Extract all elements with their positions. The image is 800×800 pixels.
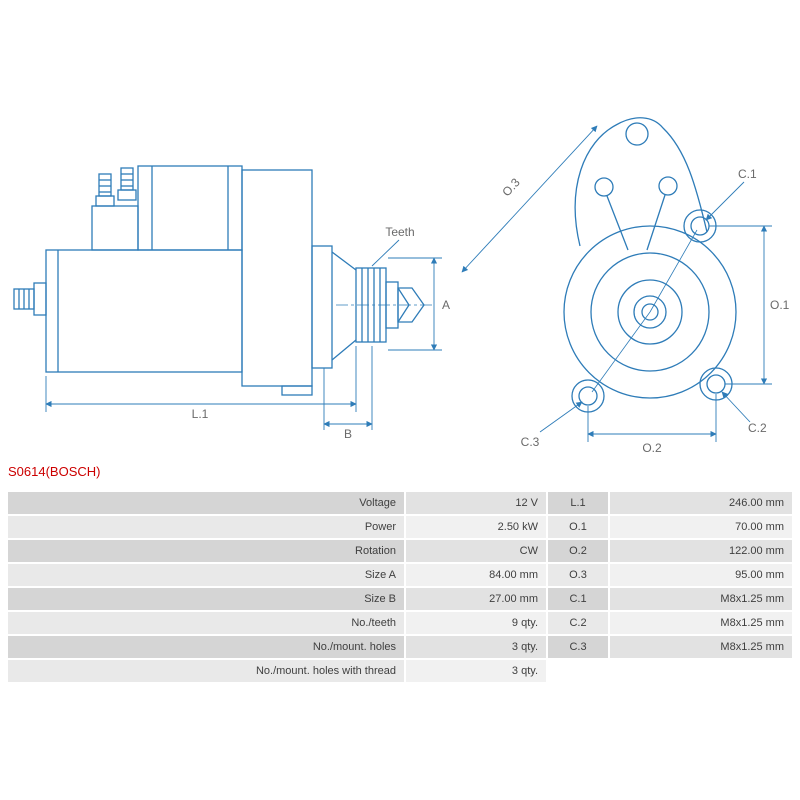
dim-value: [610, 660, 792, 682]
spec-value: 84.00 mm: [406, 564, 546, 586]
side-view: [13, 165, 425, 396]
dim-o3-label: O.3: [499, 175, 523, 199]
spec-label: No./mount. holes with thread: [8, 660, 404, 682]
spec-value: 27.00 mm: [406, 588, 546, 610]
spec-label: Voltage: [8, 492, 404, 514]
dim-key: O.3: [548, 564, 608, 586]
dim-b-label: B: [344, 427, 352, 441]
dim-key: C.2: [548, 612, 608, 634]
dim-a-label: A: [442, 298, 450, 312]
dim-value: M8x1.25 mm: [610, 588, 792, 610]
spec-value: 12 V: [406, 492, 546, 514]
dim-value: 95.00 mm: [610, 564, 792, 586]
dim-l1-label: L.1: [192, 407, 209, 421]
front-view-dimensions: [461, 125, 772, 442]
spec-label: No./mount. holes: [8, 636, 404, 658]
spec-label: Power: [8, 516, 404, 538]
spec-table: Voltage 12 V L.1 246.00 mm Power 2.50 kW…: [8, 492, 792, 682]
dim-o1-label: O.1: [770, 298, 790, 312]
front-view: [563, 117, 737, 413]
dim-key: O.1: [548, 516, 608, 538]
dim-key: L.1: [548, 492, 608, 514]
spec-value: 3 qty.: [406, 636, 546, 658]
dim-value: 246.00 mm: [610, 492, 792, 514]
dim-key: O.2: [548, 540, 608, 562]
dim-c3-label: C.3: [521, 435, 540, 449]
dim-key: C.1: [548, 588, 608, 610]
teeth-label: Teeth: [385, 225, 414, 239]
dim-value: M8x1.25 mm: [610, 636, 792, 658]
spec-value: 2.50 kW: [406, 516, 546, 538]
technical-drawing: Teeth A L.1 B O.3 O.1 O.2 C.1 C.2 C.3: [13, 117, 790, 455]
spec-value: 3 qty.: [406, 660, 546, 682]
spec-label: No./teeth: [8, 612, 404, 634]
dim-value: 70.00 mm: [610, 516, 792, 538]
side-view-dimensions: [45, 239, 442, 430]
dim-key: C.3: [548, 636, 608, 658]
spec-label: Size B: [8, 588, 404, 610]
spec-label: Size A: [8, 564, 404, 586]
product-title: S0614(BOSCH): [8, 464, 101, 479]
dim-key: [548, 660, 608, 682]
dim-value: M8x1.25 mm: [610, 612, 792, 634]
spec-value: 9 qty.: [406, 612, 546, 634]
spec-value: CW: [406, 540, 546, 562]
dim-o2-label: O.2: [642, 441, 662, 455]
spec-label: Rotation: [8, 540, 404, 562]
dim-value: 122.00 mm: [610, 540, 792, 562]
dim-c2-label: C.2: [748, 421, 767, 435]
dim-c1-label: C.1: [738, 167, 757, 181]
